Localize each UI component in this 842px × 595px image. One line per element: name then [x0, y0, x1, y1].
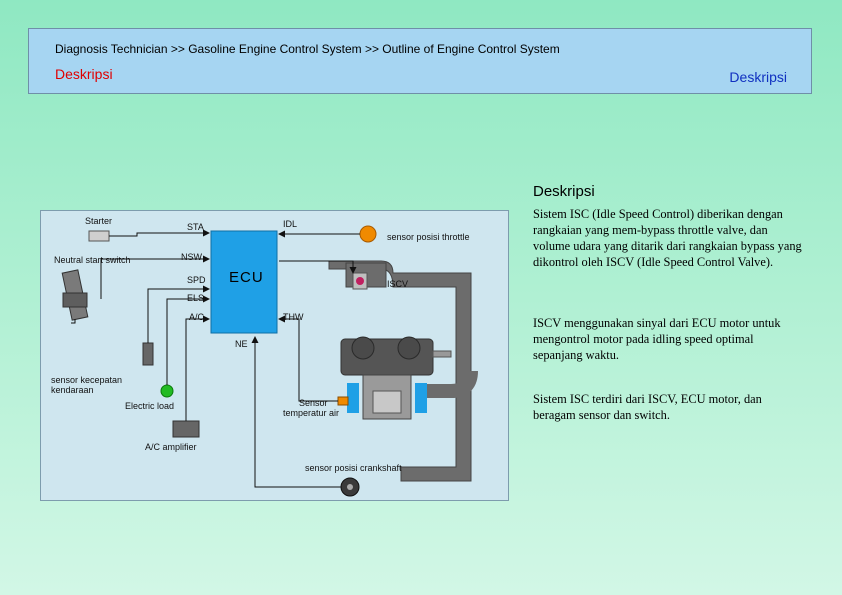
- camshaft-right-icon: [397, 336, 421, 360]
- throttle-sensor-icon: [359, 225, 377, 243]
- idl-label: IDL: [283, 219, 298, 229]
- temp-sensor-label-2: temperatur air: [283, 408, 340, 418]
- injector-icon: [432, 350, 452, 358]
- camshaft-left-icon: [351, 336, 375, 360]
- diagram-graphics: [61, 225, 478, 497]
- coolant-jacket-right: [415, 383, 427, 413]
- header-title-left: Deskripsi: [55, 66, 113, 82]
- ac-amplifier-label: A/C amplifier: [145, 442, 197, 452]
- speed-sensor-label-1: sensor kecepatan: [51, 375, 123, 385]
- intake-runner: [426, 370, 478, 398]
- iscv-label: ISCV: [387, 279, 409, 289]
- ecu-label: ECU: [229, 269, 264, 286]
- description-paragraph-1: Sistem ISC (Idle Speed Control) diberika…: [533, 207, 802, 269]
- crank-pulley-hub: [347, 484, 353, 490]
- description-paragraph-3: Sistem ISC terdiri dari ISCV, ECU motor,…: [533, 392, 762, 422]
- header-bar: Diagnosis Technician >> Gasoline Engine …: [28, 28, 812, 94]
- piston-icon: [372, 390, 402, 414]
- speed-sensor-label-2: kendaraan: [51, 385, 94, 395]
- starter-icon: [88, 230, 110, 242]
- description-paragraph-2: ISCV menggunakan sinyal dari ECU motor u…: [533, 316, 781, 362]
- electric-load-icon: [160, 384, 174, 398]
- electric-load-label: Electric load: [125, 401, 175, 411]
- header-title-right[interactable]: Deskripsi: [729, 69, 787, 85]
- water-temp-sensor-icon: [337, 396, 349, 406]
- temp-sensor-label-1: Sensor: [299, 398, 328, 408]
- ne-label: NE: [235, 339, 248, 349]
- nsw-label: NSW: [181, 252, 202, 262]
- starter-label: Starter: [85, 216, 113, 226]
- crank-sensor-label: sensor posisi crankshaft: [305, 463, 402, 473]
- signal-lines: [71, 229, 360, 488]
- neutral-start-switch-label: Neutral start switch: [54, 255, 131, 265]
- ac-amplifier-icon: [172, 420, 200, 438]
- breadcrumb: Diagnosis Technician >> Gasoline Engine …: [55, 42, 560, 56]
- spd-label: SPD: [187, 275, 206, 285]
- coolant-jacket-left: [347, 383, 359, 413]
- speed-sensor-icon: [142, 342, 154, 366]
- description-title: Deskripsi: [533, 183, 595, 200]
- isc-system-diagram: ECU Starter STA IDL sensor posisi thrott…: [40, 210, 509, 501]
- ecu-block: [210, 230, 278, 334]
- sta-label: STA: [187, 222, 204, 232]
- throttle-sensor-label: sensor posisi throttle: [387, 232, 470, 242]
- ac-label: A/C: [189, 312, 205, 322]
- iscv-valve-icon: [356, 277, 364, 285]
- thw-label: THW: [283, 312, 304, 322]
- els-label: ELS: [187, 293, 205, 303]
- neutral-switch-lever: [62, 292, 88, 308]
